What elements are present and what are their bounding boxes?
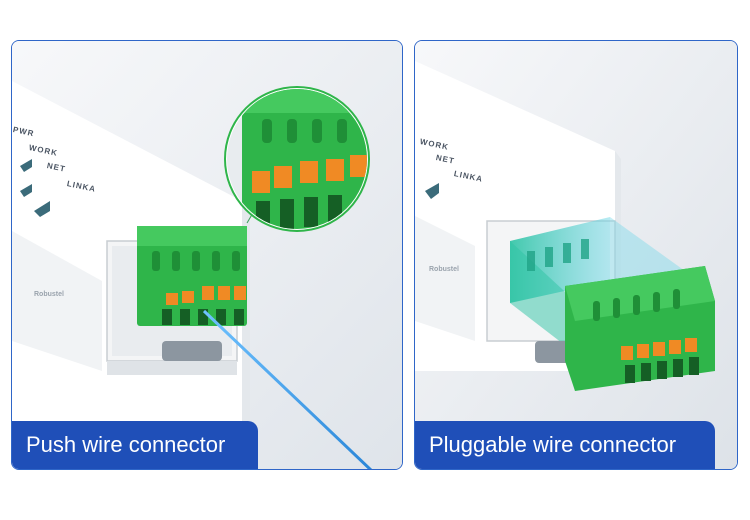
orange-lever-row bbox=[621, 338, 697, 360]
push-wire-connector-panel: PWR WORK NET LINKA Robustel Push wire co… bbox=[11, 40, 403, 470]
push-connector-illustration bbox=[12, 41, 402, 469]
indicator-light-icon bbox=[425, 183, 439, 199]
brand-logo: Robustel bbox=[34, 291, 64, 298]
orange-lever-row bbox=[166, 286, 246, 305]
indicator-light-icon bbox=[34, 201, 50, 217]
green-push-connector bbox=[137, 226, 247, 326]
brand-logo: Robustel bbox=[429, 266, 459, 273]
blue-wire bbox=[202, 309, 373, 469]
indicator-light-icon bbox=[20, 159, 32, 172]
pluggable-wire-connector-panel: WORK NET LINKA Robustel Pluggable wire c… bbox=[414, 40, 738, 470]
indicator-light-icon bbox=[20, 184, 32, 197]
caption-pluggable-wire: Pluggable wire connector bbox=[415, 421, 715, 469]
green-pluggable-connector bbox=[565, 266, 715, 391]
pluggable-connector-illustration bbox=[415, 41, 737, 469]
caption-push-wire: Push wire connector bbox=[12, 421, 258, 469]
